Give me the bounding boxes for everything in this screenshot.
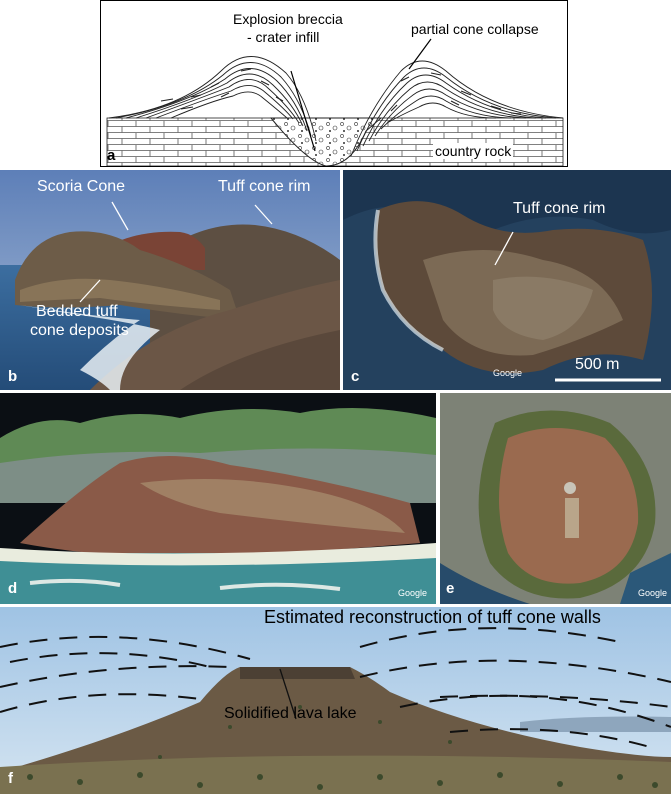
google-watermark-c: Google (493, 368, 523, 378)
panel-c-satellite: Tuff cone rim 500 m Google c (343, 170, 671, 390)
partial-cone-collapse-label: partial cone collapse (411, 21, 539, 37)
bedded-tuff-label: Bedded tuff (36, 303, 118, 320)
panel-a-letter: a (107, 147, 116, 164)
butte-landscape-photo (0, 607, 671, 794)
panel-f-letter: f (8, 770, 13, 787)
explosion-breccia-label: Explosion breccia (233, 11, 343, 27)
panel-b-photo: Scoria Cone Tuff cone rim Bedded tuff co… (0, 170, 340, 390)
panel-d-letter: d (8, 580, 18, 597)
right-cone-dashes (390, 72, 522, 115)
cone-deposits-label: cone deposits (30, 322, 129, 339)
left-cone-dashes (160, 68, 284, 110)
cross-section-drawing (106, 38, 564, 166)
google-watermark-e: Google (638, 588, 668, 598)
panel-a-diagram: Explosion breccia - crater infill partia… (100, 0, 568, 167)
tuff-cone-rim-label: Tuff cone rim (218, 178, 311, 195)
solidified-lava-lake-label: Solidified lava lake (224, 705, 357, 722)
country-rock-label: country rock (433, 143, 514, 159)
coastal-cliff-photo (0, 170, 340, 390)
scale-bar-label: 500 m (575, 356, 620, 373)
panel-e-letter: e (446, 580, 455, 597)
oblique-crater-view (0, 393, 436, 604)
reconstruction-label: Estimated reconstruction of tuff cone wa… (264, 607, 601, 627)
left-cone-layers (108, 56, 317, 142)
tuff-cone-rim-label-c: Tuff cone rim (513, 200, 606, 217)
panel-e-aerial: Google e (440, 393, 671, 604)
google-watermark-d: Google (398, 588, 428, 598)
shrubs (27, 705, 658, 790)
right-cone-layers (350, 60, 564, 157)
crater-infill-label: - crater infill (247, 29, 320, 45)
panel-d-terrain-view: Google d (0, 393, 436, 604)
aerial-crater-view (440, 393, 671, 604)
reconstruction-dashed-lines (0, 627, 671, 748)
aerial-crater-image (343, 170, 671, 390)
panel-f-photo: Estimated reconstruction of tuff cone wa… (0, 607, 671, 794)
panel-c-letter: c (351, 368, 360, 385)
panel-b-letter: b (8, 368, 18, 385)
scoria-cone-label: Scoria Cone (37, 178, 126, 195)
